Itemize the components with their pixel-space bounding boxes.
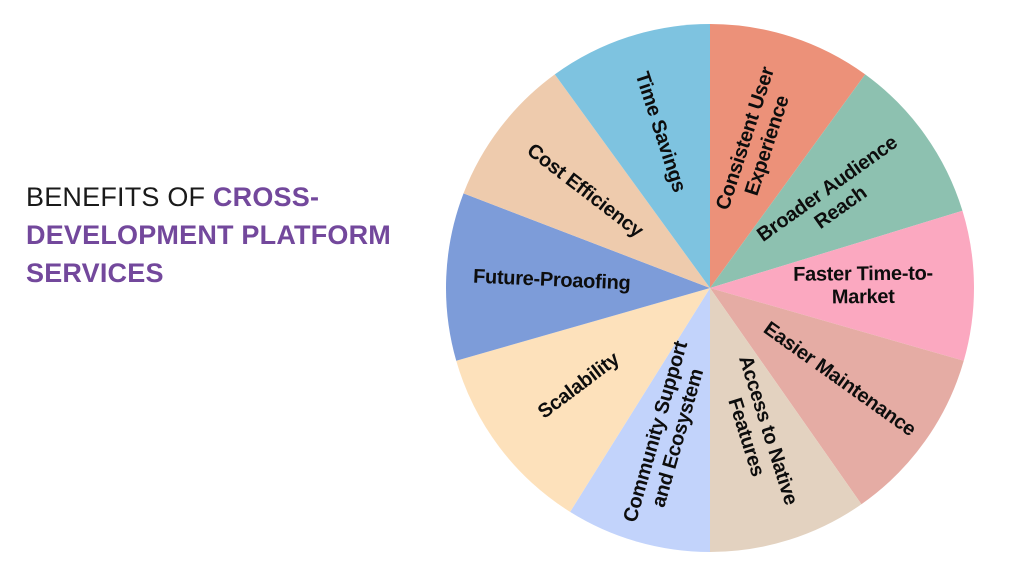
pie-slice-label: Faster Time-to-Market <box>793 263 933 309</box>
pie-slice[interactable]: Access to Native Features <box>710 288 862 552</box>
pie-slice[interactable]: Scalability <box>456 288 710 512</box>
title-plain-part: BENEFITS OF <box>26 182 213 212</box>
pie-slice-label-line: Faster Time-to- <box>793 263 933 286</box>
page-title: BENEFITS OF CROSS-DEVELOPMENT PLATFORM S… <box>26 178 406 292</box>
pie-slice[interactable]: Easier Maintenance <box>710 288 964 505</box>
pie-slice[interactable]: Faster Time-to-Market <box>710 210 974 361</box>
pie-slice[interactable]: Future-Proaofing <box>445 193 710 361</box>
pie-slice-label-line: Market <box>832 286 896 309</box>
pie-slice[interactable]: Consistent User Experience <box>710 24 866 288</box>
title-text: BENEFITS OF CROSS-DEVELOPMENT PLATFORM S… <box>26 178 406 292</box>
pie-slice[interactable]: Cost Efficiency <box>463 74 710 288</box>
pie-slice[interactable]: Time Savings <box>554 24 710 288</box>
title-accent-part: CROSS-DEVELOPMENT PLATFORM SERVICES <box>26 182 391 288</box>
pie-slice[interactable]: Broader Audience Reach <box>710 74 963 288</box>
pie-slice[interactable]: Community Support and Ecosystem <box>570 288 710 552</box>
